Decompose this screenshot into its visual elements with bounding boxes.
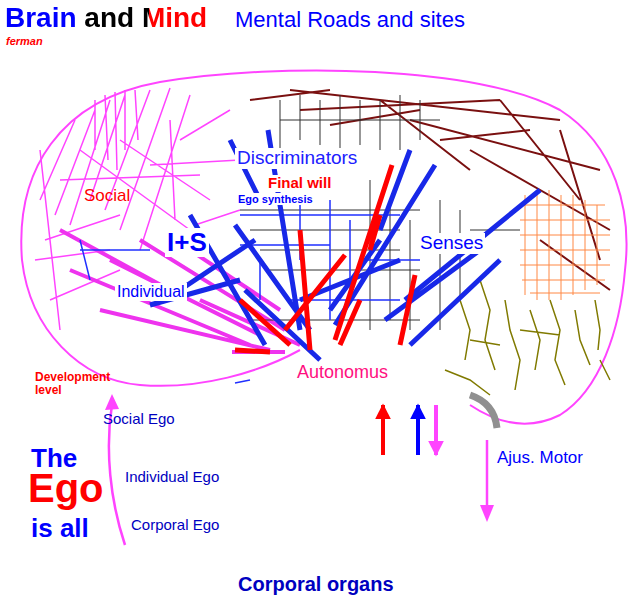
- motor-arrow-head: [480, 505, 494, 522]
- blue-road: [150, 130, 540, 360]
- area-label: Social: [84, 187, 130, 206]
- area-label: Final will: [266, 175, 333, 192]
- cerebellum-arc: [470, 395, 497, 428]
- motto-word: Ego: [28, 466, 104, 510]
- level-label: Social Ego: [103, 411, 175, 428]
- node-outline-path: [240, 455, 638, 598]
- signal-arrow: [434, 405, 438, 455]
- level-label: Corporal Ego: [131, 517, 219, 534]
- development-arrow-head: [105, 394, 119, 410]
- area-label: Individual: [115, 283, 187, 301]
- diagram-title: Brain and Mind: [5, 3, 207, 34]
- area-label: Senses: [418, 233, 485, 254]
- axis-label: Development level: [35, 371, 115, 397]
- frontal-hatch: [35, 88, 240, 330]
- subtitle: Mental Roads and sites: [235, 8, 465, 32]
- olive-road: [445, 280, 610, 395]
- area-label: I+S: [165, 228, 209, 257]
- area-label: Ego synthesis: [236, 193, 315, 205]
- signal-arrow: [381, 405, 385, 455]
- node-text: Autonomus: [297, 362, 388, 383]
- motor-arrow-line: [486, 440, 489, 512]
- signal-arrow: [416, 405, 420, 455]
- red-road: [235, 165, 415, 352]
- level-label: Individual Ego: [125, 469, 219, 486]
- motto-word: is all: [31, 514, 89, 543]
- author-label: ferman: [6, 35, 43, 47]
- node-outline-path: [291, 348, 473, 527]
- orange-grid: [520, 190, 610, 300]
- area-label: Discriminators: [235, 148, 359, 169]
- brain-outline: [21, 70, 626, 423]
